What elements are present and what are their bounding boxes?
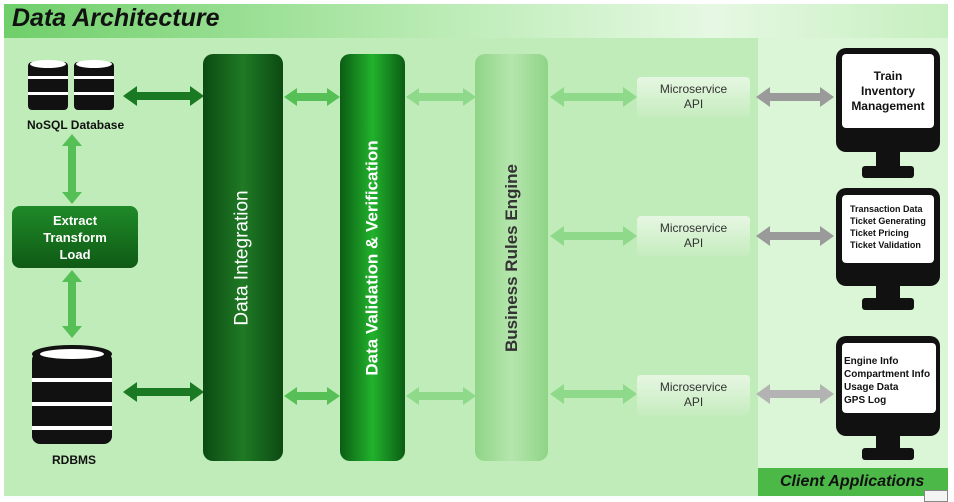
rdbms-label: RDBMS (52, 453, 96, 467)
arrow-etl-rdbms (62, 270, 82, 338)
arrow-ms1-client1 (756, 87, 834, 107)
microservice-label: Microservice (659, 380, 728, 394)
business-rules-pillar: Business Rules Engine (475, 54, 548, 461)
nosql-database-icon (28, 60, 114, 110)
client-app-line: Management (851, 98, 925, 113)
etl-extract-label: Extract (52, 212, 98, 228)
microservice-label: Microservice (659, 82, 728, 96)
page-title: Data Architecture (12, 4, 220, 32)
arrow-integration-validation-top (284, 88, 340, 106)
client-app-line: Usage Data (844, 382, 899, 393)
client-app-line: Ticket Validation (850, 240, 921, 250)
title-bar (4, 4, 948, 38)
arrow-integration-validation-bottom (284, 387, 340, 405)
data-integration-label: Data Integration (232, 189, 254, 326)
api-label: API (683, 97, 704, 111)
api-label: API (683, 236, 704, 250)
microservice-api-box: Microservice API (637, 375, 750, 415)
rdbms-database-icon (32, 345, 112, 444)
arrow-rules-ms1 (550, 87, 637, 107)
client-app-line: Train (873, 68, 903, 83)
data-integration-pillar: Data Integration (203, 54, 283, 461)
data-validation-pillar: Data Validation & Verification (340, 54, 405, 461)
arrow-rules-ms2 (550, 226, 637, 246)
arrow-rules-ms3 (550, 384, 637, 404)
arrow-ms2-client2 (756, 226, 834, 246)
arrow-ms3-client3 (756, 384, 834, 404)
microservice-label: Microservice (659, 221, 728, 235)
arrow-validation-rules-top (406, 88, 476, 106)
etl-transform-label: Transform (43, 229, 107, 245)
business-rules-label: Business Rules Engine (501, 163, 521, 352)
data-validation-label: Data Validation & Verification (362, 139, 382, 376)
microservice-api-box: Microservice API (637, 216, 750, 256)
client-monitor-ticketing: Transaction Data Ticket Generating Ticke… (836, 188, 940, 312)
client-applications-footer (758, 468, 948, 496)
etl-box: Extract Transform Load (12, 206, 138, 268)
nosql-database-label: NoSQL Database (27, 118, 125, 132)
client-app-line: Ticket Pricing (850, 228, 909, 238)
arrow-nosql-integration (123, 86, 204, 106)
client-monitor-train: Train Inventory Management (836, 48, 940, 180)
client-app-line: Ticket Generating (850, 216, 926, 226)
arrow-nosql-etl (62, 134, 82, 204)
client-app-line: Compartment Info (844, 369, 931, 380)
client-app-line: Engine Info (844, 356, 899, 367)
client-app-line: Transaction Data (850, 204, 923, 214)
arrow-rdbms-integration (123, 382, 204, 402)
arrow-validation-rules-bottom (406, 387, 476, 405)
etl-load-label: Load (59, 246, 91, 262)
client-app-line: Inventory (860, 83, 915, 98)
microservice-api-box: Microservice API (637, 77, 750, 117)
client-app-line: GPS Log (844, 395, 887, 406)
client-monitor-engine: Engine Info Compartment Info Usage Data … (836, 336, 940, 464)
client-applications-label: Client Applications (780, 473, 925, 490)
scroll-handle[interactable] (924, 490, 948, 502)
api-label: API (683, 395, 704, 409)
